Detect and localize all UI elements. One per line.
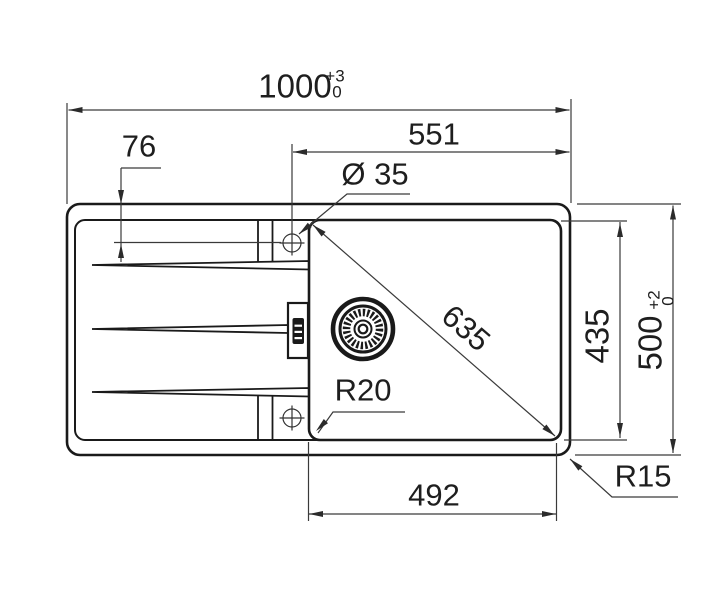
- dim-r15-label: R15: [615, 459, 672, 494]
- strainer-outer-ring: [330, 296, 396, 362]
- dim-bowl-corner-radius: R20: [316, 373, 405, 434]
- dim-bowl-width: 492: [309, 478, 556, 517]
- dim-overall-width-label: 1000: [258, 68, 331, 105]
- dim-500-tol-plus: +2: [645, 290, 664, 309]
- grate-slit: [294, 330, 302, 333]
- drainboard: [91, 221, 310, 439]
- drain-groove-top: [91, 260, 310, 271]
- dim-551-label: 551: [408, 117, 460, 152]
- strainer-inner-ring: [353, 319, 373, 339]
- grate-slit: [294, 324, 302, 327]
- dim-tap-to-right-edge: 551: [293, 117, 570, 155]
- tap-hole-top: [279, 230, 305, 256]
- dim-500-tol-minus: 0: [659, 296, 678, 305]
- dim-tap-hole-diameter: Ø 35: [298, 157, 410, 235]
- strainer-center: [357, 323, 369, 335]
- dim-635-label: 635: [435, 298, 497, 358]
- sink-outer-rim: [65, 202, 572, 457]
- sink-body: [65, 202, 572, 457]
- dim-500-label: 500: [632, 315, 669, 370]
- strainer-knurl-ring: [342, 308, 384, 350]
- dim-r20-label: R20: [335, 373, 392, 408]
- waste-strainer: [330, 296, 396, 362]
- strainer-second-ring: [338, 304, 388, 354]
- dimensions: 1000 +3 0 551 76 Ø 35: [66, 67, 681, 521]
- dim-overall-width-tol-minus: 0: [332, 83, 341, 102]
- dim-76-label: 76: [122, 129, 156, 164]
- overflow-fitting: [286, 301, 310, 360]
- tap-hole-bottom: [279, 405, 305, 431]
- drain-groove-bottom: [91, 387, 310, 398]
- dim-492-label: 492: [408, 478, 460, 513]
- dim-overall-width-tol-plus: +3: [325, 67, 344, 86]
- dim-edge-to-tap-centerline: 76: [118, 129, 161, 262]
- dim-dia35-label: Ø 35: [341, 157, 408, 192]
- dim-overall-width: 1000 +3 0: [68, 67, 570, 113]
- dim-rim-corner-radius: R15: [569, 459, 678, 498]
- dim-overall-depth: 500 +2 0: [632, 205, 678, 453]
- dim-bowl-depth: 435: [579, 222, 623, 438]
- grate-slit: [294, 337, 302, 340]
- overflow-box: [286, 301, 310, 360]
- drain-groove-middle: [91, 324, 289, 334]
- dim-435-label: 435: [579, 308, 616, 363]
